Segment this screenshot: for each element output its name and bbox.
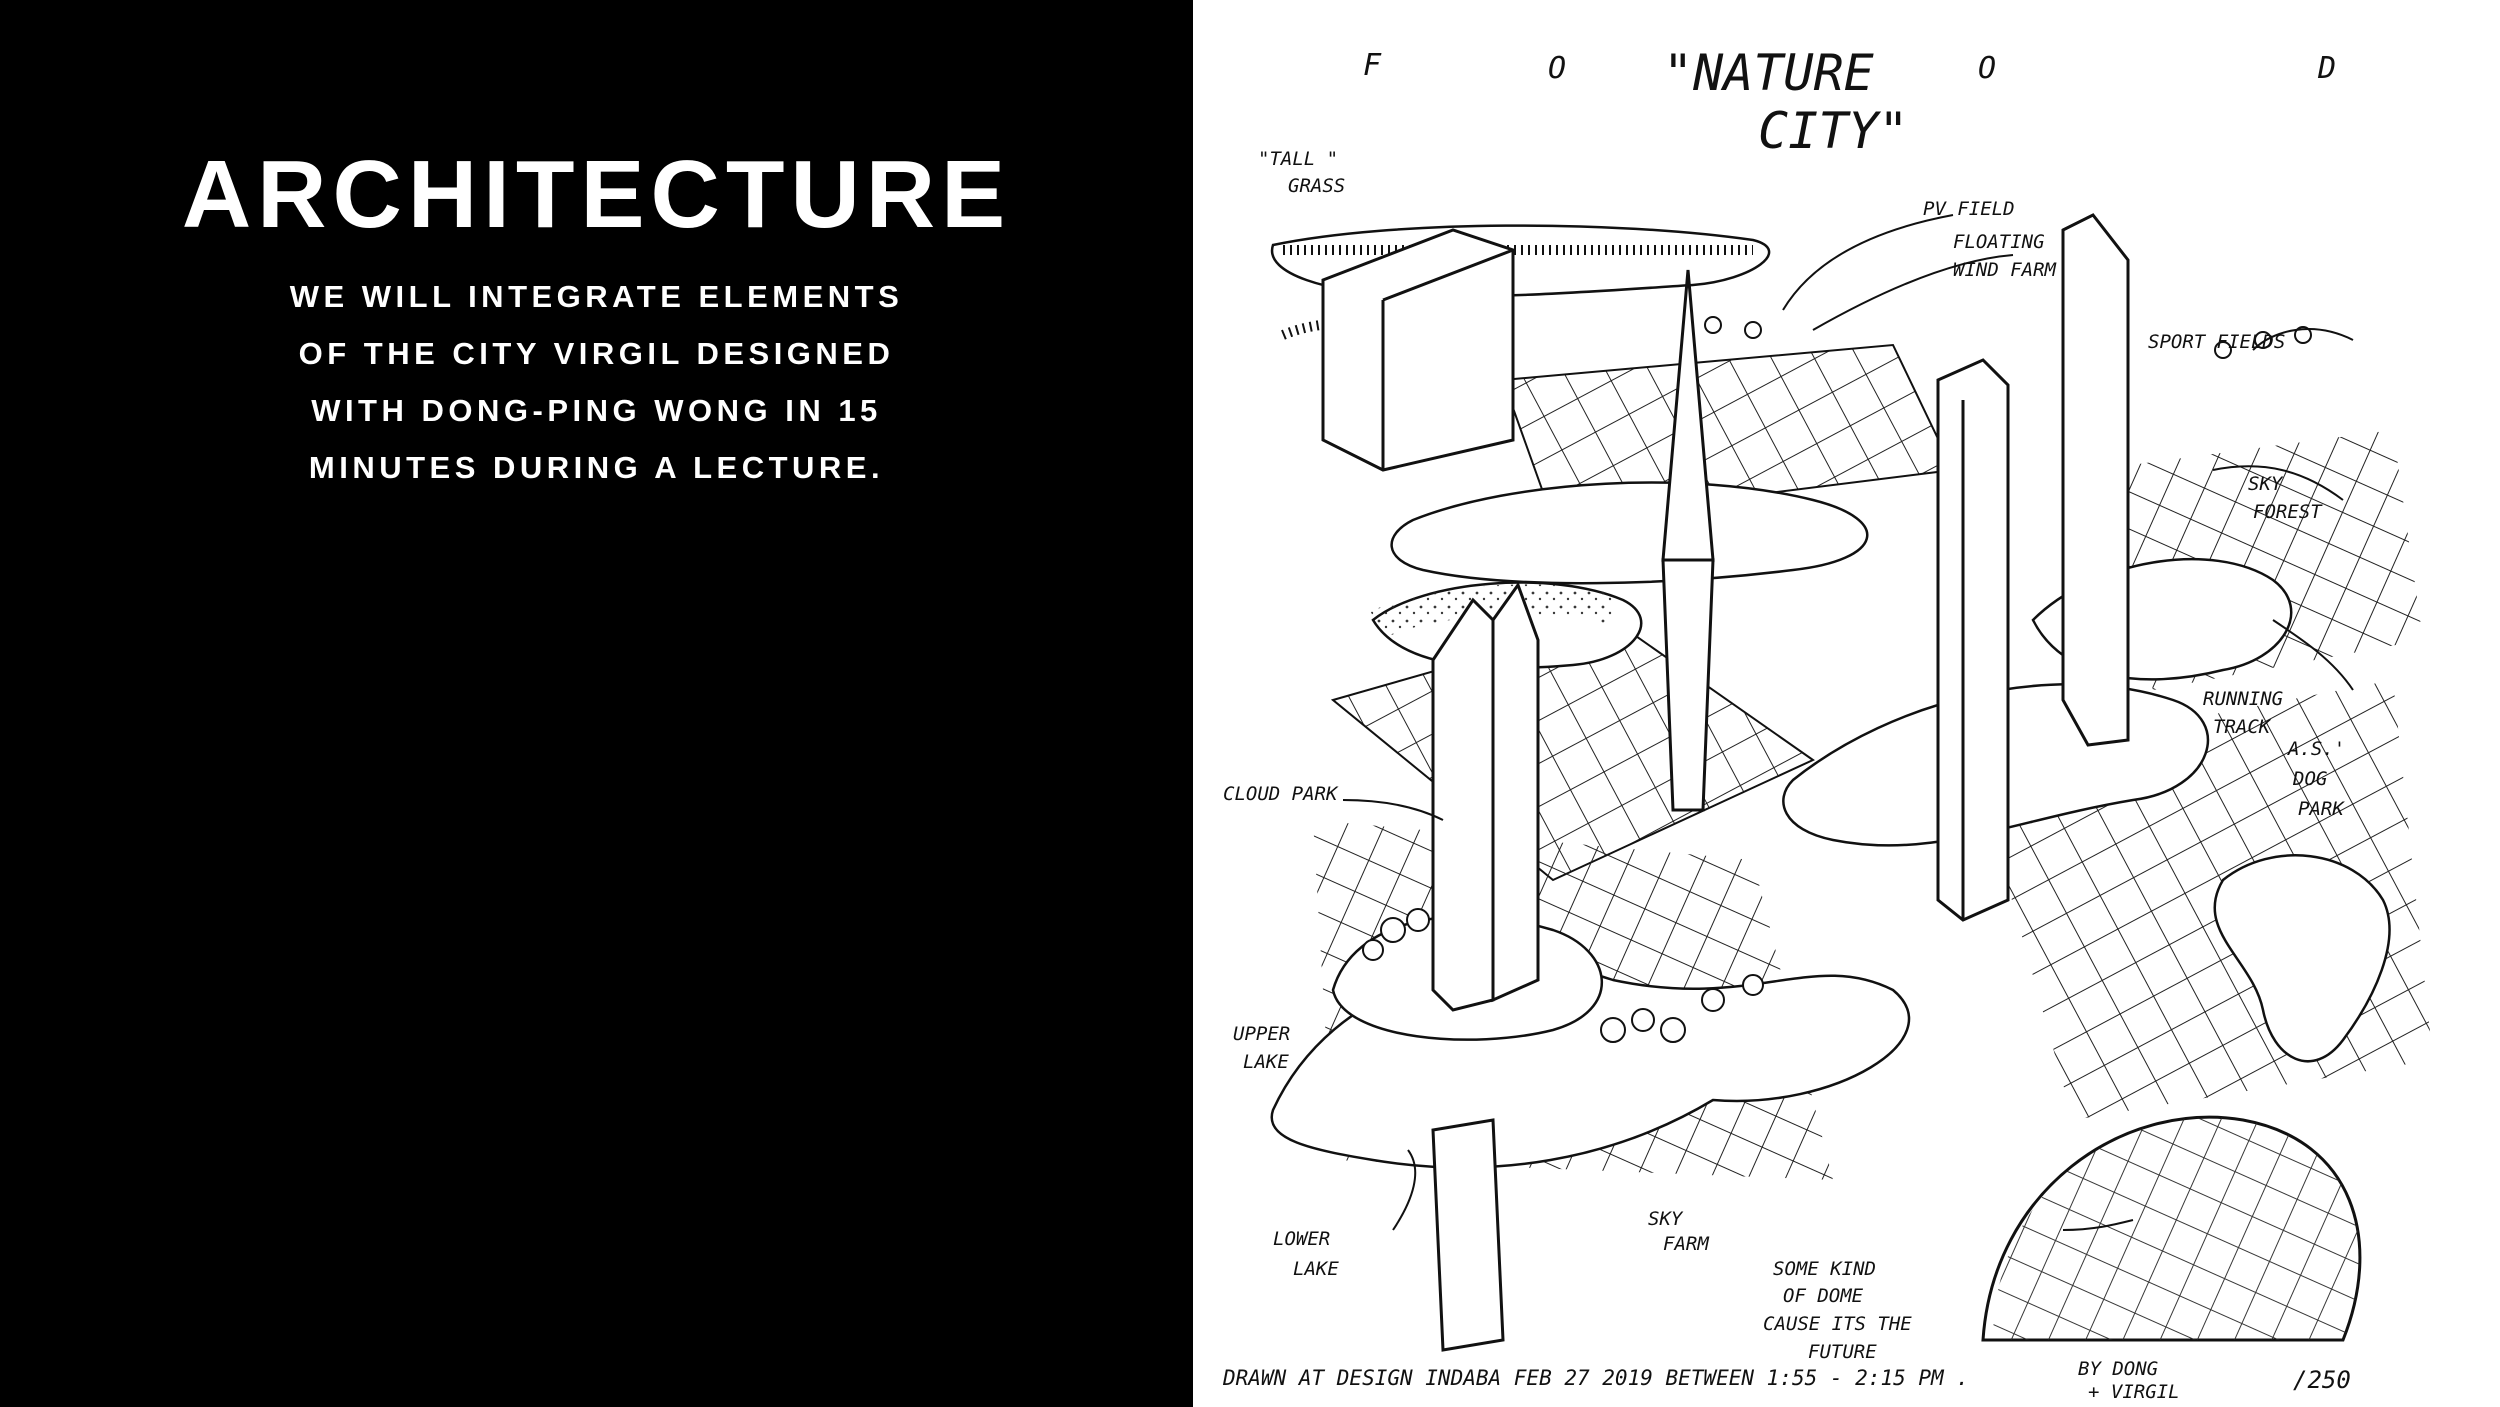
label-running-track: RUNNING: [2203, 688, 2283, 710]
label-floating-wind-farm: WIND FARM: [1953, 259, 2057, 281]
label-dog-park: A.S.': [2287, 738, 2345, 760]
label-sky-farm: FARM: [1663, 1233, 1709, 1255]
nature-city-sketch: F O O D "NATURE CITY" "TALL " GRASS PV F…: [1222, 44, 2433, 1403]
slab-building: [1321, 228, 1515, 472]
label-tall-grass: "TALL ": [1258, 148, 1338, 170]
spire-tower: [1661, 269, 1715, 812]
left-towers: [1431, 581, 1540, 1352]
description-line: WE WILL INTEGRATE ELEMENTS: [289, 279, 904, 314]
label-dome: CAUSE ITS THE: [1763, 1313, 1912, 1335]
slide-description: WE WILL INTEGRATE ELEMENTS OF THE CITY V…: [0, 268, 1193, 496]
dome: [1981, 1115, 2362, 1342]
label-pv-field: PV FIELD: [1923, 198, 2015, 220]
header-letter: O: [1978, 51, 1996, 86]
label-dome: OF DOME: [1783, 1285, 1864, 1307]
drawing-title-line1: "NATURE: [1663, 44, 1874, 102]
description-line: OF THE CITY VIRGIL DESIGNED: [298, 336, 895, 371]
label-lower-lake: LAKE: [1293, 1258, 1339, 1280]
label-floating-wind-farm: FLOATING: [1953, 231, 2045, 253]
text-panel: ARCHITECTURE WE WILL INTEGRATE ELEMENTS …: [0, 0, 1193, 1407]
leader-lines: [1342, 214, 2354, 1231]
trees: [1362, 316, 2312, 1043]
drawing-title-line2: CITY": [1758, 102, 1909, 160]
label-tall-grass: GRASS: [1288, 175, 1345, 197]
drawing-byline: + VIRGIL: [2088, 1381, 2180, 1403]
label-cloud-park: CLOUD PARK: [1223, 783, 1339, 805]
drawing-footer: DRAWN AT DESIGN INDABA FEB 27 2019 BETWE…: [1222, 1366, 1969, 1390]
label-dome: SOME KIND: [1773, 1258, 1876, 1280]
header-letter: O: [1548, 51, 1566, 86]
right-tower: [1936, 213, 2130, 922]
label-upper-lake: UPPER: [1233, 1023, 1290, 1045]
label-sky-forest: FOREST: [2253, 501, 2323, 523]
label-sky-forest: SKY: [2248, 473, 2284, 495]
description-line: MINUTES DURING A LECTURE.: [308, 450, 885, 485]
label-dome: FUTURE: [1808, 1341, 1877, 1363]
label-dog-park: DOG: [2292, 768, 2327, 790]
header-letter: F: [1363, 48, 1382, 83]
label-upper-lake: LAKE: [1243, 1051, 1289, 1073]
label-dog-park: PARK: [2298, 798, 2345, 820]
edition-number: /250: [2293, 1366, 2351, 1394]
label-running-track: TRACK: [2213, 716, 2272, 738]
annotations: "TALL " GRASS PV FIELD FLOATING WIND FAR…: [1223, 148, 2345, 1363]
slide-title: ARCHITECTURE: [181, 141, 1012, 248]
header-letter: D: [2317, 51, 2336, 86]
label-sport-fields: SPORT FIELDS: [2148, 331, 2285, 353]
label-sky-farm: SKY: [1648, 1208, 1684, 1230]
sketch-panel: F O O D "NATURE CITY" "TALL " GRASS PV F…: [1193, 0, 2500, 1407]
description-line: WITH DONG-PING WONG IN 15: [311, 393, 882, 428]
drawing-byline: BY DONG: [2078, 1358, 2158, 1380]
label-lower-lake: LOWER: [1273, 1228, 1330, 1250]
